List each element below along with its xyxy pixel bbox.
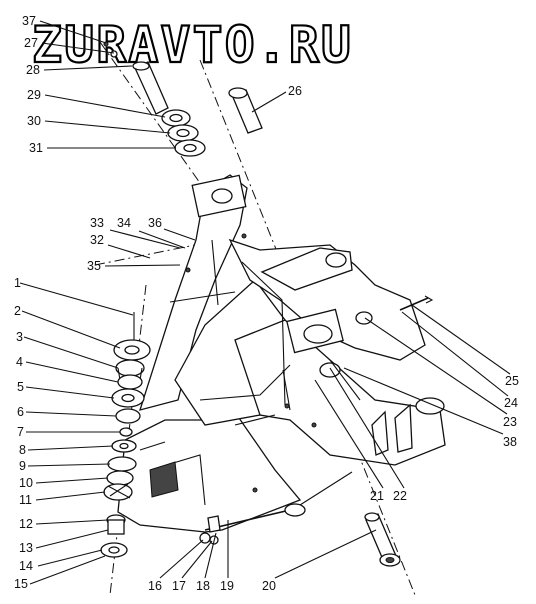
- callout-20: 20: [262, 579, 276, 593]
- callout-28: 28: [26, 63, 40, 77]
- callout-19: 19: [220, 579, 234, 593]
- callout-32: 32: [90, 233, 104, 247]
- callout-31: 31: [29, 141, 43, 155]
- callout-38: 38: [503, 435, 517, 449]
- callout-29: 29: [27, 88, 41, 102]
- bottom-pin: [364, 512, 401, 567]
- leader-lines: [19, 20, 511, 585]
- callout-23: 23: [503, 415, 517, 429]
- watermark: ZURAVTO.RU: [32, 16, 353, 74]
- callout-labels: 37 27 28 29 30 31 26 33 34 36 32 35 1 2 …: [14, 14, 519, 593]
- callout-9: 9: [19, 459, 26, 473]
- callout-10: 10: [19, 476, 33, 490]
- main-frame: [117, 174, 446, 545]
- callout-14: 14: [19, 559, 33, 573]
- callout-1: 1: [14, 276, 21, 290]
- callout-36: 36: [148, 216, 162, 230]
- callout-26: 26: [288, 84, 302, 98]
- callout-27: 27: [24, 36, 38, 50]
- right-bracket-parts: [399, 295, 434, 311]
- callout-35: 35: [87, 259, 101, 273]
- callout-12: 12: [19, 517, 33, 531]
- callout-17: 17: [172, 579, 186, 593]
- callout-16: 16: [148, 579, 162, 593]
- callout-21: 21: [370, 489, 384, 503]
- callout-33: 33: [90, 216, 104, 230]
- left-bearing-stack: [100, 312, 151, 558]
- callout-6: 6: [17, 405, 24, 419]
- callout-34: 34: [117, 216, 131, 230]
- callout-7: 7: [17, 425, 24, 439]
- callout-24: 24: [504, 396, 518, 410]
- callout-37: 37: [22, 14, 36, 28]
- callout-8: 8: [19, 443, 26, 457]
- callout-5: 5: [17, 380, 24, 394]
- callout-3: 3: [16, 330, 23, 344]
- callout-11: 11: [19, 493, 32, 507]
- callout-30: 30: [27, 114, 41, 128]
- callout-25: 25: [505, 374, 519, 388]
- side-plate: [117, 404, 302, 533]
- callout-4: 4: [16, 355, 23, 369]
- top-pin-stack: [103, 41, 263, 157]
- callout-2: 2: [14, 304, 21, 318]
- callout-22: 22: [393, 489, 407, 503]
- callout-13: 13: [19, 541, 33, 555]
- callout-15: 15: [14, 577, 28, 591]
- callout-18: 18: [196, 579, 210, 593]
